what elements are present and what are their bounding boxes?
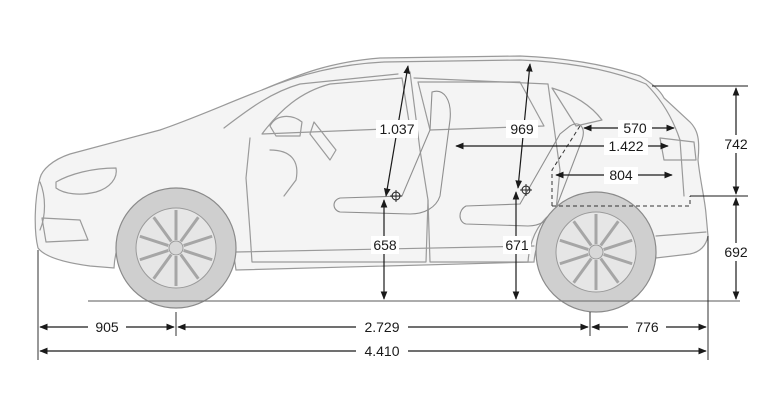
- front-bumper-intake: [41, 217, 89, 243]
- headlight: [55, 167, 117, 195]
- front-seat: [333, 90, 451, 215]
- front-door-outline: [245, 71, 429, 263]
- front-seat-height-label: 658: [373, 237, 397, 253]
- windshield: [223, 73, 399, 129]
- rear-seat-height-label: 671: [505, 237, 529, 253]
- overall-length-label: 4.410: [364, 343, 399, 359]
- load-length-top-label: 570: [623, 120, 647, 136]
- rear-window: [417, 81, 545, 131]
- load-length-max-label: 1.422: [608, 138, 643, 154]
- front-seating-reference-point: [390, 190, 402, 202]
- car-side-profile: [34, 55, 740, 313]
- dimension-labels: 905 2.729 776 4.410 1.037 969 658 671 57…: [88, 120, 752, 360]
- front-headroom-label: 1.037: [379, 121, 414, 137]
- rear-bumper: [655, 231, 707, 237]
- rear-door-outline: [413, 77, 561, 263]
- front-window: [261, 77, 411, 135]
- rear-headroom-label: 969: [510, 121, 534, 137]
- dashboard: [269, 149, 298, 197]
- front-wheel: [115, 187, 237, 309]
- front-overhang-label: 905: [95, 319, 119, 335]
- rear-overhang-label: 776: [635, 319, 659, 335]
- rear-seating-reference-point: [520, 184, 532, 196]
- load-length-floor-label: 804: [609, 167, 633, 183]
- rear-lower-height-label: 692: [724, 244, 748, 260]
- rear-wheel: [535, 191, 657, 313]
- front-grille: [39, 181, 46, 231]
- rear-upper-height-label: 742: [724, 136, 748, 152]
- taillight: [659, 137, 697, 161]
- wheelbase-label: 2.729: [364, 319, 399, 335]
- roof-line: [261, 59, 647, 91]
- steering-wheel: [309, 121, 337, 161]
- rear-seat: [459, 123, 584, 227]
- quarter-window: [551, 87, 603, 127]
- cargo-area-outline: [551, 125, 691, 207]
- side-mirror: [269, 115, 303, 137]
